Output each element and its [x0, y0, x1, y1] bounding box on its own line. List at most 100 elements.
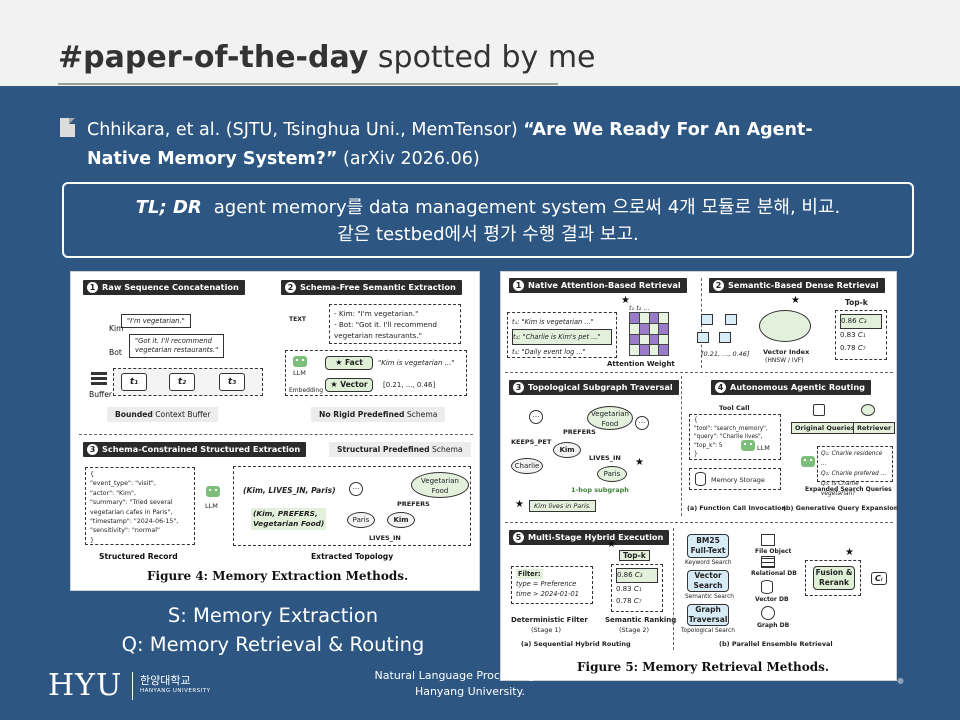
- dialogue-line: - Kim: "I'm vegetarian.": [334, 309, 419, 318]
- query-line: Q₂: Charlie prefered ...: [821, 471, 887, 477]
- tool-line: "top_k": 5: [694, 442, 723, 449]
- token-list-box: t₁: "Kim is vegetarian ..." t₂: "Charlie…: [507, 312, 617, 358]
- llm-label: LLM: [293, 369, 306, 377]
- dialogue-line: vegetarian restaurants.": [334, 331, 422, 340]
- folder-icon: [761, 534, 775, 546]
- lab-line2: Hanyang University.: [414, 685, 526, 698]
- star-icon: ★: [515, 499, 524, 510]
- panel-divider: [505, 522, 893, 523]
- topk-row: 0.78 C₇: [616, 595, 658, 608]
- star-icon: ★: [621, 295, 630, 306]
- node-kim: Kim: [553, 442, 581, 458]
- score: 0.78: [616, 597, 632, 605]
- bot-message-line: "Got it. I'll recommend: [135, 337, 212, 345]
- paper-citation: Chhikara, et al. (SJTU, Tsinghua Uni., M…: [60, 116, 920, 174]
- tool-line: }: [694, 451, 698, 458]
- dialogue-box: - Kim: "I'm vegetarian." - Bot: "Got it.…: [329, 304, 461, 344]
- record-line: "event_type": "visit",: [90, 480, 156, 488]
- quote-close: ”: [325, 149, 338, 169]
- deterministic-filter-label: Deterministic Filter: [511, 616, 588, 624]
- record-line: }: [90, 536, 95, 544]
- star-icon: ★: [791, 295, 800, 306]
- tldr-line1: agent memory를 data management system 으로써…: [213, 197, 841, 218]
- panel-title: Native Attention-Based Retrieval: [528, 280, 681, 290]
- fact-label: Fact: [345, 358, 363, 367]
- logo-separator: [132, 672, 133, 700]
- triple-2: (Kim, PREFERS,Vegetarian Food): [251, 508, 327, 530]
- score: 0.78: [840, 344, 856, 352]
- extraction-box: [285, 350, 467, 396]
- panel-divider: [505, 372, 893, 373]
- bot-message-line: vegetarian restaurants.": [135, 346, 219, 354]
- header-band: [0, 0, 960, 86]
- panel-number: 4: [715, 382, 726, 393]
- graph-db-label: Graph DB: [757, 622, 790, 629]
- attention-grid: [629, 312, 669, 356]
- topk-list: 0.86 C₃ 0.83 C₁ 0.78 C₇: [835, 310, 887, 360]
- logo-english: HANYANG UNIVERSITY: [140, 688, 211, 694]
- filter-box: Filter: type = Preference time > 2024-01…: [511, 566, 593, 604]
- filter-label: Filter:: [516, 569, 543, 579]
- panel-title: Raw Sequence Concatenation: [102, 282, 239, 292]
- edge-prefers: PREFERS: [563, 428, 596, 436]
- topk-label: Top-k: [619, 550, 650, 561]
- vector-cluster-icon: [759, 310, 811, 342]
- query-line: Q₃: Is Charlie vegetarian?: [821, 481, 859, 497]
- stage1-label: (Stage 1): [531, 626, 562, 634]
- table-grid-icon: [761, 556, 775, 568]
- label-structured-record: Structured Record: [99, 552, 178, 561]
- vector-db-icon: [761, 580, 773, 594]
- star-icon: ★: [607, 539, 616, 550]
- star-icon: ★: [845, 547, 854, 558]
- embedding-label: Embedding: [289, 387, 324, 394]
- memory-storage-label: Memory Storage: [711, 476, 765, 484]
- hyu-logo: HYU: [48, 668, 123, 703]
- structured-record-box: { "event_type": "visit", "actor": "Kim",…: [85, 467, 195, 545]
- node-ellipsis: ...: [635, 416, 649, 430]
- query-vector: [0.21, ..., 0.46]: [701, 350, 750, 358]
- vector-chip: [701, 314, 713, 325]
- topk-row: 0.83 C₁: [840, 329, 882, 342]
- schema-rest: Schema: [429, 445, 463, 454]
- fusion-rerank-box: Fusion & Rerank: [813, 566, 855, 590]
- p5-caption-a: (a) Sequential Hybrid Routing: [521, 640, 631, 648]
- token-line: t₃: "Daily event log ...": [512, 348, 586, 356]
- fact-text: "Kim is vegetarian ...": [378, 359, 455, 367]
- footer-bold: No Rigid Predefined: [319, 410, 405, 419]
- fact-box: ★ Fact: [325, 356, 373, 370]
- record-line: "summary": "Tried several: [90, 499, 173, 507]
- topk-row: 0.78 C₇: [840, 342, 882, 355]
- vector-chip: [697, 332, 709, 343]
- text-doc-icon: TEXT: [289, 316, 306, 323]
- title-underline: [58, 83, 558, 85]
- edge-keeps-pet: KEEPS_PET: [511, 438, 552, 446]
- footer-bold: Bounded: [115, 410, 153, 419]
- vector-index-sub: (HNSW / IVF): [765, 357, 804, 364]
- title-rest: spotted by me: [368, 40, 596, 75]
- vector-chip: [719, 332, 731, 343]
- tool-line: "tool": "search_memory",: [694, 425, 768, 432]
- lab-affiliation: Natural Language Processing Lab., Hanyan…: [370, 668, 570, 700]
- node-ellipsis: ...: [349, 482, 363, 496]
- expanded-queries-box: Q₁: Charlie residence ... Q₂: Charlie pr…: [817, 446, 893, 497]
- kim-message: "I'm vegetarian.": [121, 314, 191, 328]
- panel-number: 3: [87, 444, 98, 455]
- panel-number: 1: [87, 282, 98, 293]
- chunk: C₃: [858, 317, 867, 325]
- panel-divider: [79, 434, 473, 435]
- retrieved-fact: Kim lives in Paris.: [529, 500, 597, 512]
- panel-title: Autonomous Agentic Routing: [730, 382, 866, 392]
- topology-box: [233, 466, 471, 546]
- vector-label: Vector: [340, 380, 368, 389]
- panel-number: 3: [513, 382, 524, 393]
- page-indicator-icon: ●: [897, 676, 904, 685]
- panel-divider: [681, 376, 682, 516]
- dialogue-line: - Bot: "Got it. I'll recommend: [334, 320, 437, 329]
- search-stack-icon: [813, 404, 825, 416]
- retriever-label: Retriever: [853, 422, 896, 434]
- p5-caption-b: (b) Parallel Ensemble Retrieval: [719, 640, 833, 648]
- semantic-ranking-label: Semantic Ranking: [605, 616, 677, 624]
